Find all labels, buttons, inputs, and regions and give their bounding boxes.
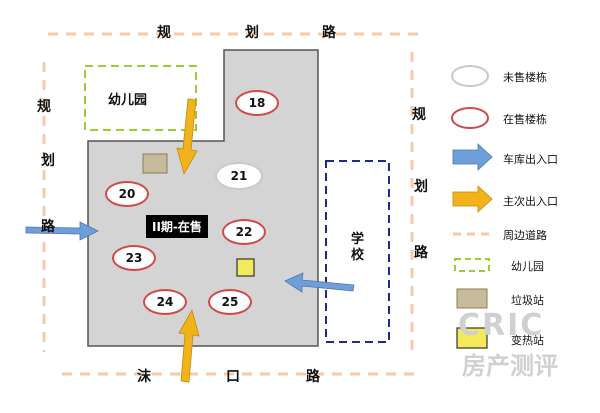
surrounding-roads	[42, 32, 420, 376]
legend-unsold-label: 未售楼栋	[503, 71, 547, 84]
road-left-char-2: 划	[41, 153, 55, 169]
building-25: 25	[208, 289, 252, 315]
building-21: 21	[215, 162, 263, 190]
legend-onsale-symbol	[451, 107, 489, 129]
road-bottom-char-2: 口	[226, 369, 240, 385]
garage-entrance-arrow-left	[25, 221, 99, 241]
school-zone	[325, 160, 390, 343]
building-23: 23	[112, 245, 156, 271]
building-22: 22	[222, 219, 266, 245]
road-bottom-char-3: 路	[306, 369, 320, 385]
building-24: 24	[143, 289, 187, 315]
legend-onsale-label: 在售楼栋	[503, 113, 547, 126]
legend-kindergarten-label: 幼儿园	[511, 260, 544, 273]
legend-road-label: 周边道路	[503, 229, 547, 242]
road-bottom-char-1: 沫	[137, 369, 151, 385]
road-right-char-2: 划	[414, 179, 428, 195]
legend-main-label: 主次出入口	[503, 195, 558, 208]
watermark-line1: CRIC	[458, 308, 545, 343]
main-entrance-arrow-top	[176, 98, 198, 176]
legend-main-arrow	[452, 185, 493, 213]
road-top-char-2: 划	[245, 25, 259, 41]
legend-heat-label: 变热站	[511, 334, 544, 347]
legend-garage-label: 车库出入口	[503, 153, 558, 166]
building-20: 20	[105, 181, 149, 207]
kindergarten-label: 幼儿园	[108, 93, 148, 108]
legend-kindergarten-symbol	[454, 258, 490, 272]
heat-station	[236, 258, 255, 277]
road-right-char-3: 路	[414, 245, 428, 261]
legend-garage-arrow	[452, 143, 493, 171]
school-label-1: 学	[351, 232, 365, 247]
road-left-char-1: 规	[37, 99, 51, 115]
garbage-station	[142, 153, 168, 174]
road-right-char-1: 规	[412, 107, 426, 123]
school-label-2: 校	[351, 248, 365, 263]
site-parcel	[87, 49, 319, 347]
phase-label: II期-在售	[146, 215, 208, 238]
legend-garbage-symbol	[456, 288, 488, 309]
building-18: 18	[235, 90, 279, 116]
road-top-char-3: 路	[322, 25, 336, 41]
legend-unsold-symbol	[451, 65, 489, 87]
road-left-char-3: 路	[41, 219, 55, 235]
watermark-line2: 房产测评	[462, 352, 558, 380]
road-top-char-1: 规	[157, 25, 171, 41]
main-entrance-arrow-bottom	[178, 308, 200, 383]
legend-garbage-label: 垃圾站	[511, 294, 544, 307]
legend-heat-symbol	[456, 327, 488, 349]
garage-entrance-arrow-right	[284, 272, 355, 293]
legend-symbols	[451, 65, 493, 349]
kindergarten-zone	[84, 65, 197, 131]
